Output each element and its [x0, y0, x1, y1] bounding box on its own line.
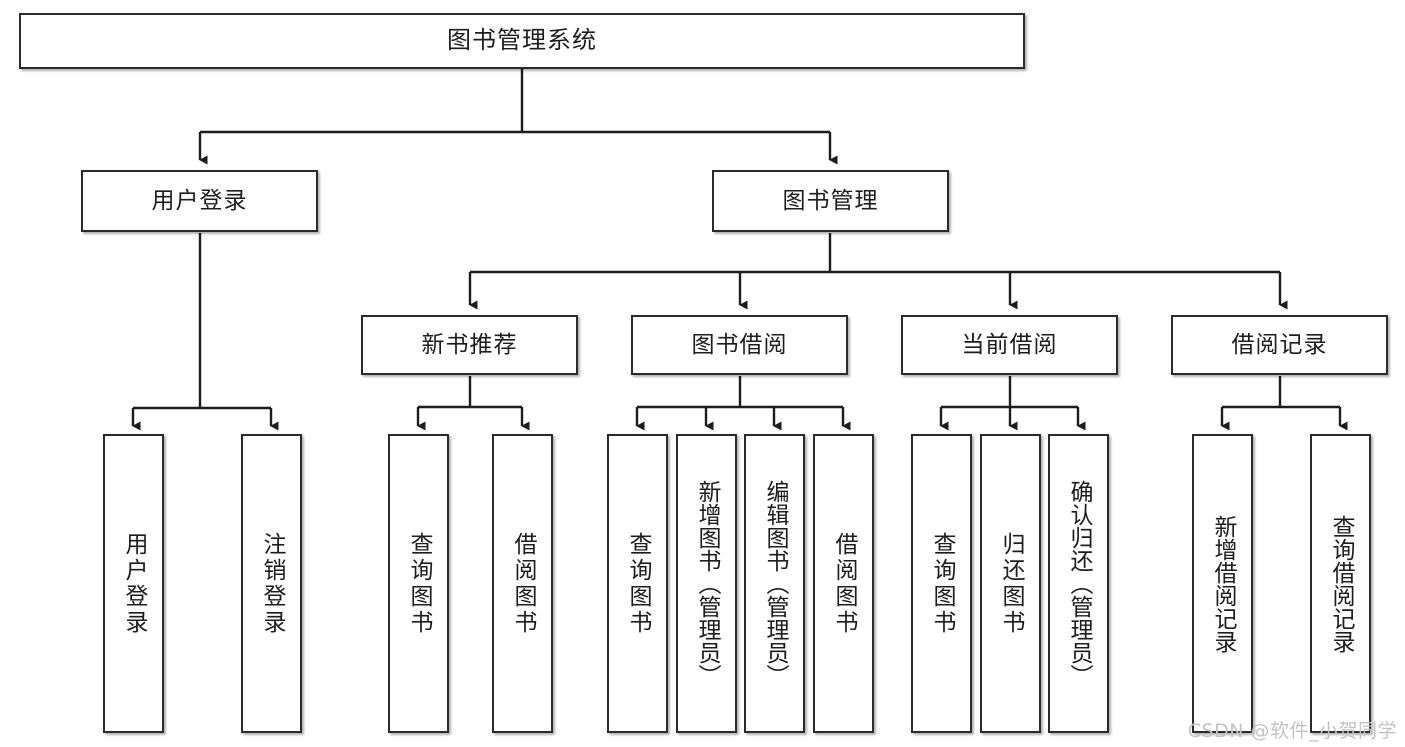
- node-book-management-label: 图书管理: [782, 187, 879, 214]
- node-leaf-query-book-borrow-label: 查询图书: [625, 531, 651, 636]
- node-leaf-logout-label: 注销登录: [259, 531, 285, 636]
- node-book-borrow[interactable]: 图书借阅: [631, 315, 848, 375]
- node-leaf-return-book[interactable]: 归还图书: [980, 434, 1041, 733]
- node-book-management[interactable]: 图书管理: [712, 170, 949, 232]
- node-root-label: 图书管理系统: [447, 26, 597, 55]
- node-leaf-borrow-book-newbook[interactable]: 借阅图书: [492, 434, 553, 733]
- node-leaf-add-borrow-record[interactable]: 新增借阅记录: [1192, 434, 1253, 733]
- node-borrow-record-label: 借阅记录: [1231, 331, 1328, 358]
- node-leaf-return-book-label: 归还图书: [998, 531, 1024, 636]
- node-leaf-user-login[interactable]: 用户登录: [103, 434, 164, 733]
- node-leaf-add-book-admin[interactable]: 新增图书（管理员）: [676, 434, 737, 733]
- node-leaf-query-borrow-record[interactable]: 查询借阅记录: [1310, 434, 1371, 733]
- node-current-borrow-label: 当前借阅: [961, 331, 1058, 358]
- node-new-book-recommend[interactable]: 新书推荐: [361, 315, 578, 375]
- watermark: CSDN @软件_小贺同学: [1187, 720, 1397, 742]
- node-leaf-borrow-book[interactable]: 借阅图书: [813, 434, 874, 733]
- node-leaf-edit-book-admin-label: 编辑图书（管理员）: [762, 480, 788, 687]
- node-leaf-query-book-borrow[interactable]: 查询图书: [607, 434, 668, 733]
- node-leaf-query-borrow-record-label: 查询借阅记录: [1328, 514, 1354, 653]
- node-leaf-add-book-admin-label: 新增图书（管理员）: [694, 480, 720, 687]
- node-leaf-confirm-return-admin-label: 确认归还（管理员）: [1066, 480, 1092, 687]
- node-leaf-query-book-newbook[interactable]: 查询图书: [388, 434, 449, 733]
- node-new-book-recommend-label: 新书推荐: [421, 331, 518, 358]
- node-leaf-query-book-newbook-label: 查询图书: [406, 531, 432, 636]
- node-leaf-user-login-label: 用户登录: [121, 531, 147, 636]
- node-root[interactable]: 图书管理系统: [19, 13, 1025, 69]
- node-user-login-label: 用户登录: [151, 187, 248, 214]
- node-leaf-edit-book-admin[interactable]: 编辑图书（管理员）: [744, 434, 805, 733]
- node-leaf-confirm-return-admin[interactable]: 确认归还（管理员）: [1048, 434, 1109, 733]
- node-leaf-query-book-current-label: 查询图书: [929, 531, 955, 636]
- node-leaf-borrow-book-newbook-label: 借阅图书: [510, 531, 536, 636]
- node-borrow-record[interactable]: 借阅记录: [1171, 315, 1388, 375]
- node-leaf-query-book-current[interactable]: 查询图书: [911, 434, 972, 733]
- node-current-borrow[interactable]: 当前借阅: [901, 315, 1118, 375]
- node-leaf-borrow-book-label: 借阅图书: [831, 531, 857, 636]
- node-user-login[interactable]: 用户登录: [81, 170, 318, 232]
- node-leaf-add-borrow-record-label: 新增借阅记录: [1210, 514, 1236, 653]
- node-book-borrow-label: 图书借阅: [691, 331, 788, 358]
- node-leaf-logout[interactable]: 注销登录: [241, 434, 302, 733]
